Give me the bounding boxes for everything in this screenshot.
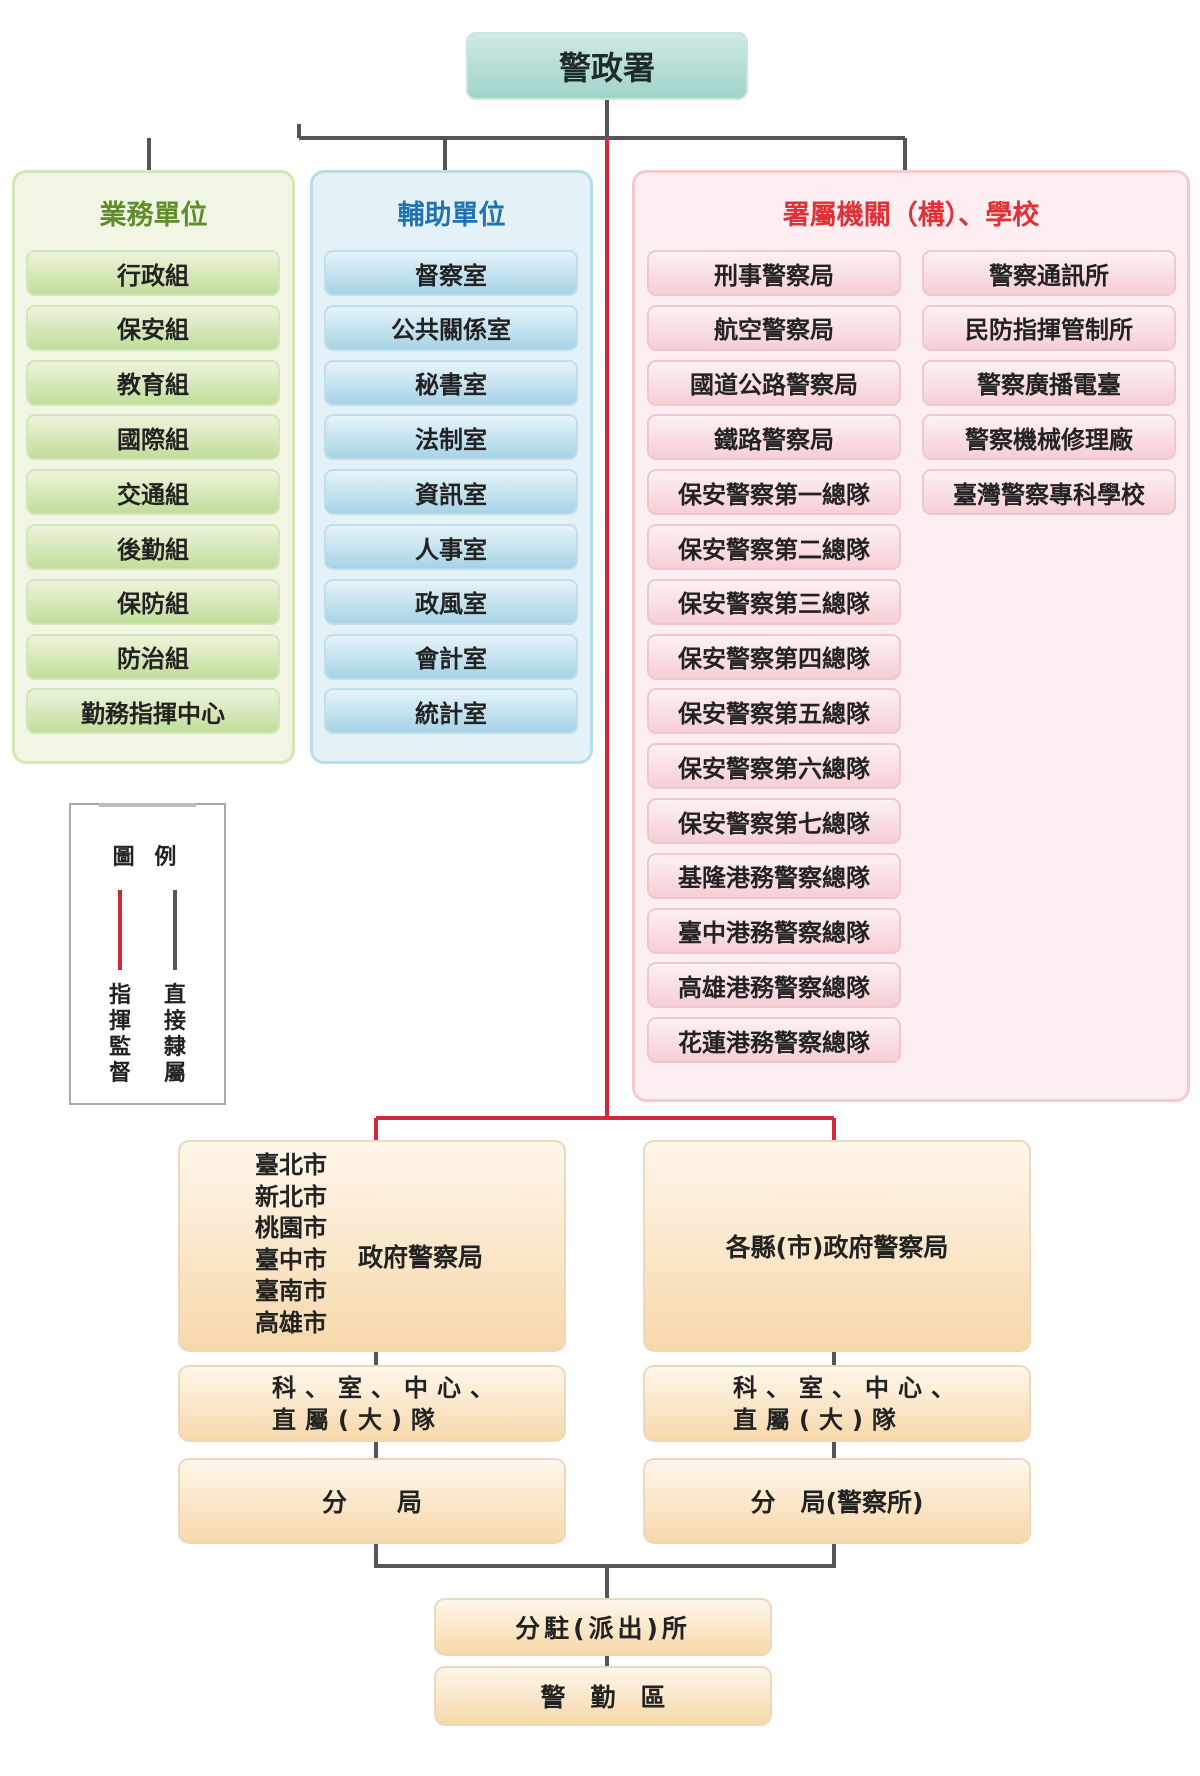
support-unit-7: 政風室	[324, 578, 578, 625]
agency-left-1: 刑事警察局	[647, 250, 901, 296]
agency-left-15: 花蓮港務警察總隊	[647, 1017, 901, 1064]
agency-left-14: 高雄港務警察總隊	[647, 962, 901, 1009]
municipal-sections-line1: 科、室、中心、	[272, 1373, 503, 1402]
substation: 分駐(派出)所	[434, 1598, 772, 1656]
legend-direct-label: 直接隸屬	[160, 983, 190, 1087]
agency-left-6: 保安警察第二總隊	[647, 524, 901, 570]
business-unit-4: 國際組	[26, 414, 280, 461]
business-unit-3: 教育組	[26, 359, 280, 406]
patrol-district: 警 勤 區	[434, 1666, 772, 1726]
support-unit-8: 會計室	[324, 633, 578, 680]
agency-right-5: 臺灣警察專科學校	[922, 469, 1176, 516]
agency-right-1: 警察通訊所	[922, 250, 1176, 296]
legend-top-bar	[99, 803, 196, 807]
support-unit-2: 公共關係室	[324, 304, 578, 351]
business-units-title: 業務單位	[99, 200, 208, 231]
support-unit-4: 法制室	[324, 414, 578, 461]
business-unit-5: 交通組	[26, 469, 280, 516]
legend-char: 屬	[163, 1061, 186, 1086]
municipal-city: 桃園市	[255, 1214, 327, 1242]
municipal-city-list: 臺北市新北市桃園市臺中市臺南市高雄市	[255, 1150, 327, 1339]
legend-command-line	[118, 890, 122, 970]
top-gray-connector	[147, 100, 907, 170]
agency-left-10: 保安警察第六總隊	[647, 743, 901, 790]
support-unit-6: 人事室	[324, 524, 578, 570]
legend-char: 揮	[108, 1009, 131, 1034]
legend-command-label: 指揮監督	[105, 983, 135, 1087]
support-unit-3: 秘書室	[324, 359, 578, 406]
agency-left-7: 保安警察第三總隊	[647, 578, 901, 625]
root-node-npa: 警政署	[466, 32, 748, 100]
agency-left-4: 鐵路警察局	[647, 414, 901, 461]
legend: 圖 例 指揮監督 直接隸屬	[69, 803, 226, 1105]
county-sections-line2: 直屬(大)隊	[733, 1405, 905, 1434]
municipal-sections-line2: 直屬(大)隊	[272, 1405, 444, 1434]
agency-left-3: 國道公路警察局	[647, 359, 901, 406]
legend-direct-line	[173, 890, 177, 970]
agency-left-5: 保安警察第一總隊	[647, 469, 901, 516]
agency-left-11: 保安警察第七總隊	[647, 798, 901, 844]
agency-left-13: 臺中港務警察總隊	[647, 907, 901, 954]
legend-char: 隸	[163, 1035, 186, 1060]
municipal-city: 臺南市	[255, 1277, 327, 1305]
municipal-city: 臺北市	[255, 1151, 327, 1179]
legend-char: 接	[163, 1009, 186, 1034]
legend-char: 指	[108, 983, 131, 1008]
direct-lines	[147, 100, 907, 1666]
agency-right-3: 警察廣播電臺	[922, 359, 1176, 406]
county-sections: 科、室、中心、 直屬(大)隊	[643, 1365, 1031, 1442]
county-branch: 分 局(警察所)	[643, 1458, 1031, 1544]
business-unit-9: 勤務指揮中心	[26, 688, 280, 735]
agency-left-12: 基隆港務警察總隊	[647, 852, 901, 899]
county-sections-line1: 科、室、中心、	[733, 1373, 964, 1402]
agency-left-2: 航空警察局	[647, 304, 901, 351]
agency-right-4: 警察機械修理廠	[922, 414, 1176, 461]
legend-title: 圖 例	[112, 845, 183, 870]
bottom-gray-connector	[374, 1352, 836, 1666]
legend-char: 監	[108, 1035, 131, 1060]
legend-char: 直	[163, 983, 186, 1008]
business-unit-2: 保安組	[26, 304, 280, 351]
legend-char: 督	[108, 1061, 131, 1086]
municipal-police-bureaus: 臺北市新北市桃園市臺中市臺南市高雄市 政府警察局	[178, 1140, 566, 1352]
municipal-city: 臺中市	[255, 1245, 327, 1274]
agencies-title: 署屬機關（構）、學校	[782, 200, 1040, 231]
municipal-sections: 科、室、中心、 直屬(大)隊	[178, 1365, 566, 1442]
municipal-city: 高雄市	[255, 1308, 327, 1337]
business-unit-7: 保防組	[26, 578, 280, 625]
command-lines	[374, 138, 836, 1140]
municipal-city: 新北市	[255, 1182, 327, 1211]
municipal-bureau-suffix: 政府警察局	[358, 1243, 484, 1272]
county-police-bureaus: 各縣(市)政府警察局	[643, 1140, 1031, 1352]
red-command-connector	[374, 138, 836, 1140]
agency-right-2: 民防指揮管制所	[922, 304, 1176, 351]
support-units-title: 輔助單位	[397, 200, 506, 231]
business-unit-8: 防治組	[26, 633, 280, 680]
support-unit-9: 統計室	[324, 688, 578, 735]
support-unit-5: 資訊室	[324, 469, 578, 516]
business-unit-1: 行政組	[26, 250, 280, 296]
municipal-branch: 分 局	[178, 1458, 566, 1544]
agency-left-9: 保安警察第五總隊	[647, 688, 901, 735]
support-unit-1: 督察室	[324, 250, 578, 296]
business-unit-6: 後勤組	[26, 524, 280, 570]
agency-left-8: 保安警察第四總隊	[647, 633, 901, 680]
